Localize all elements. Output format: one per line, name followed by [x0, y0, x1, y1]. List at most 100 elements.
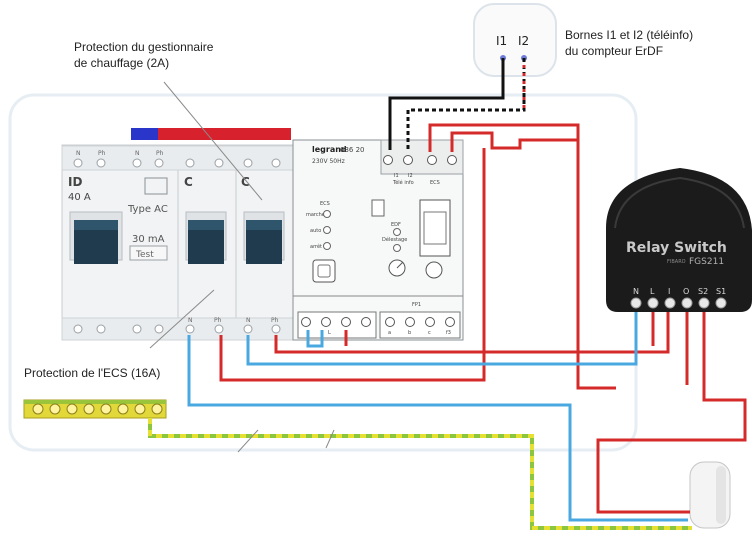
manager-led-arret [323, 242, 331, 250]
teleinfo-terminal-box [473, 3, 557, 77]
breaker-left-toggle-top [188, 220, 224, 230]
breaker-right-toggle-top [246, 220, 282, 230]
manager-fp-label: FP1 [412, 302, 421, 308]
manager-voltage: 230V 50Hz [312, 158, 345, 165]
manager-ecs-section: ECS [320, 201, 330, 207]
relay-model: FGS211 [689, 257, 724, 267]
diff-top-terminal-2: Ph [98, 150, 106, 157]
relay-terminal-labels: N L I O S2 S1 [633, 287, 726, 296]
teleinfo-i2-label: I2 [518, 34, 529, 48]
leader-lines [149, 81, 335, 453]
manager-i2-terminal-label: I2 [408, 173, 413, 179]
wires-neutral [187, 312, 688, 522]
manager-edf-label: EDF [391, 222, 401, 228]
bottom-screw-row [73, 324, 281, 334]
leader-earth-2 [325, 429, 335, 449]
relay-screw-row [630, 297, 727, 309]
teleinfo-i1-label: I1 [496, 34, 507, 48]
manager-led-delestage [393, 244, 401, 252]
diff-top-terminal-4: Ph [156, 150, 164, 157]
manager-knob [425, 261, 443, 279]
wire-earth [148, 418, 692, 530]
breaker-left-terminal-ph: Ph [214, 317, 222, 324]
leader-prot-gestionnaire [163, 81, 263, 201]
manager-teleinfo-label: Télé info [392, 179, 414, 186]
water-heater-shade [716, 466, 726, 524]
differential-type: Type AC [127, 204, 168, 215]
differential-test-label: Test [135, 250, 154, 260]
label-protection-gestionnaire-line1: Protection du gestionnaire [74, 40, 214, 54]
manager-terminal-l: L [328, 330, 331, 336]
label-bornes-teleinfo-line2: du compteur ErDF [565, 44, 664, 58]
leader-prot-ecs [149, 289, 215, 349]
wire-neutral-manager [306, 330, 324, 348]
differential-name: ID [68, 175, 82, 189]
differential-sensitivity: 30 mA [132, 234, 165, 245]
relay-body [606, 168, 752, 312]
earth-bar-green-stripe [24, 400, 166, 404]
wire-phase-breaker-right [274, 312, 670, 354]
manager-top-screws [383, 155, 457, 165]
label-bornes-teleinfo-line1: Bornes I1 et I2 (téléinfo) [565, 28, 694, 42]
diff-top-terminal-3: N [135, 150, 140, 157]
manager-fp-terminal-c: c [428, 330, 431, 336]
manager-fp-terminal-f3: f3 [446, 330, 451, 336]
wire-phase-relay-s2 [596, 312, 747, 514]
comb-busbar-blue [131, 128, 161, 140]
manager-mode-button [312, 259, 336, 283]
breaker-right-name: C [241, 175, 250, 189]
manager-dial-pointer [396, 261, 404, 269]
breaker-left-name: C [184, 175, 193, 189]
wire-phase-breaker-left [219, 148, 486, 382]
wire-phase-ecs-output [450, 131, 578, 152]
relay-highlight [614, 176, 745, 229]
wires-teleinfo [388, 58, 526, 150]
relay-terminal-l: L [650, 287, 655, 296]
wires-phase [219, 123, 747, 514]
manager-mode-button-inner [317, 264, 331, 278]
relay-title: Relay Switch [626, 240, 727, 256]
manager-delestage-label: Délestage [382, 236, 407, 243]
differential-rating: 40 A [68, 192, 91, 203]
manager-led-edf [393, 228, 401, 236]
relay-terminal-s2: S2 [698, 287, 708, 296]
manager-fp-terminal-b: b [408, 330, 411, 336]
manager-mode-arret: arrêt [310, 243, 322, 250]
manager-mode-auto: auto [310, 228, 321, 234]
manager-fp-terminal-a: a [388, 330, 391, 336]
earth-bar-screws [32, 403, 163, 415]
breaker-right-terminal-n: N [246, 317, 251, 324]
manager-display [423, 211, 447, 245]
manager-brand: legrand [312, 145, 347, 154]
wire-i1-signal [388, 58, 505, 150]
breaker-left-terminal-n: N [188, 317, 193, 324]
relay-terminal-i: I [668, 287, 670, 296]
leader-earth-1 [237, 429, 259, 453]
label-protection-ecs: Protection de l'ECS (16A) [24, 366, 161, 380]
differential-toggle-top [74, 220, 118, 230]
manager-ref: 036 20 [340, 146, 365, 154]
manager-ecs-terminal-label: ECS [430, 180, 440, 186]
manager-mode-marche: marche [306, 212, 325, 218]
differential-top-strip [61, 145, 294, 171]
top-screw-row [73, 158, 281, 168]
manager-led-auto [323, 226, 331, 234]
label-protection-gestionnaire-line2: de chauffage (2A) [74, 56, 170, 70]
wire-neutral-main [187, 335, 688, 522]
manager-led-marche [323, 210, 331, 218]
comb-busbar-red [158, 128, 291, 140]
breaker-right-terminal-ph: Ph [271, 317, 279, 324]
differential-symbol [144, 177, 168, 195]
relay-terminal-o: O [683, 287, 689, 296]
relay-terminal-n: N [633, 287, 639, 296]
differential-test-button [129, 245, 168, 261]
wire-phase-manager-relay [428, 123, 616, 390]
diff-top-terminal-1: N [76, 150, 81, 157]
manager-dip-switch [371, 199, 385, 217]
manager-i1-terminal-label: I1 [394, 173, 399, 179]
manager-bottom-left-strip [297, 311, 377, 339]
wire-neutral-breaker-right [246, 312, 638, 366]
manager-bottom-screws [301, 317, 455, 327]
relay-terminal-s1: S1 [716, 287, 726, 296]
